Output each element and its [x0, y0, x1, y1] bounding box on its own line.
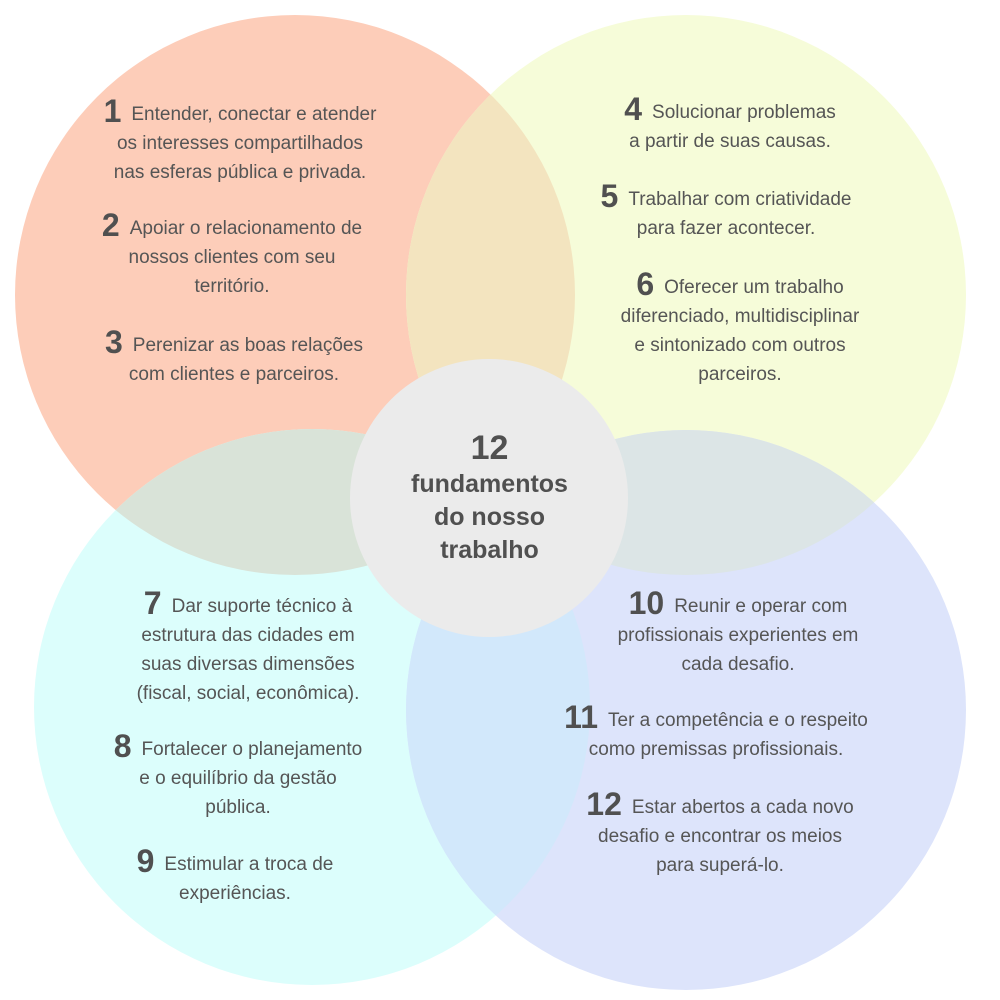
fundamento-item-8: 8 Fortalecer o planejamento e o equilíbrio…: [38, 730, 438, 822]
item-line: 9 Estimular a troca de: [35, 845, 435, 879]
item-text: Solucionar problemas: [652, 102, 836, 123]
item-line: 8 Fortalecer o planejamento: [38, 730, 438, 764]
fundamento-item-12: 12 Estar abertos a cada novo desafio e enc…: [520, 788, 920, 880]
item-number: 3: [104, 324, 123, 360]
item-line: e sintonizado com outros: [634, 335, 846, 356]
item-line: pública.: [205, 797, 271, 818]
fundamento-item-5: 5 Trabalhar com criatividade para fazer ac…: [526, 180, 926, 243]
center-line: fundamentos: [411, 470, 568, 498]
item-number: 8: [113, 728, 132, 764]
item-line: 2 Apoiar o relacionamento de: [32, 209, 432, 243]
item-line: 6 Oferecer um trabalho: [540, 268, 940, 302]
item-number: 4: [624, 91, 643, 127]
fundamento-item-4: 4 Solucionar problemas a partir de suas ca…: [530, 93, 930, 156]
item-number: 1: [103, 93, 122, 129]
item-line: 1 Entender, conectar e atender: [40, 95, 440, 129]
item-text: Estar abertos a cada novo: [631, 797, 854, 818]
center-number: 12: [470, 429, 509, 467]
item-line: (fiscal, social, econômica).: [136, 683, 360, 704]
item-line: experiências.: [179, 883, 291, 904]
item-line: nossos clientes com seu: [128, 247, 336, 268]
item-line: cada desafio.: [681, 654, 795, 675]
item-number: 2: [101, 207, 120, 243]
item-number: 6: [636, 266, 655, 302]
item-text: Dar suporte técnico à: [171, 596, 353, 617]
item-line: 7 Dar suporte técnico à: [48, 587, 448, 621]
item-line: e o equilíbrio da gestão: [139, 768, 337, 789]
item-line: os interesses compartilhados: [116, 133, 364, 154]
center-title: 12 fundamentos do nosso trabalho: [352, 360, 627, 635]
item-text: Estimular a troca de: [164, 854, 334, 875]
center-circle: [350, 359, 628, 637]
item-line: profissionais experientes em: [617, 625, 859, 646]
item-line: 4 Solucionar problemas: [530, 93, 930, 127]
item-line: 5 Trabalhar com criatividade: [526, 180, 926, 214]
item-text: Reunir e operar com: [674, 596, 848, 617]
item-line: com clientes e parceiros.: [128, 364, 340, 385]
item-number: 11: [564, 699, 598, 735]
item-line: desafio e encontrar os meios: [598, 826, 842, 847]
item-line: território.: [194, 276, 270, 297]
item-line: para superá-lo.: [656, 855, 784, 876]
item-line: nas esferas pública e privada.: [113, 162, 367, 183]
fundamento-item-7: 7 Dar suporte técnico à estrutura das cida…: [48, 587, 448, 708]
item-line: estrutura das cidades em: [141, 625, 355, 646]
item-line: parceiros.: [698, 364, 782, 385]
item-text: Ter a competência e o respeito: [608, 710, 868, 731]
item-text: Oferecer um trabalho: [664, 277, 844, 298]
item-line: a partir de suas causas.: [629, 131, 831, 152]
item-line: diferenciado, multidisciplinar: [620, 306, 860, 327]
fundamento-item-1: 1 Entender, conectar e atender os interess…: [40, 95, 440, 187]
item-line: 3 Perenizar as boas relações: [34, 326, 434, 360]
item-text: Trabalhar com criatividade: [628, 189, 852, 210]
item-number: 7: [143, 585, 162, 621]
fundamento-item-11: 11 Ter a competência e o respeito como pre…: [516, 701, 916, 764]
item-line: 12 Estar abertos a cada novo: [520, 788, 920, 822]
item-line: suas diversas dimensões: [141, 654, 355, 675]
item-number: 10: [628, 585, 665, 621]
center-line: trabalho: [440, 536, 539, 564]
item-text: Perenizar as boas relações: [132, 335, 364, 356]
item-line: 10 Reunir e operar com: [538, 587, 938, 621]
item-line: para fazer acontecer.: [636, 218, 816, 239]
fundamento-item-6: 6 Oferecer um trabalho diferenciado, multi…: [540, 268, 940, 389]
item-text: Apoiar o relacionamento de: [129, 218, 363, 239]
item-number: 5: [600, 178, 619, 214]
center-line: do nosso: [433, 503, 546, 531]
item-line: como premissas profissionais.: [588, 739, 844, 760]
fundamento-item-2: 2 Apoiar o relacionamento de nossos client…: [32, 209, 432, 301]
item-number: 9: [136, 843, 155, 879]
fundamento-item-9: 9 Estimular a troca de experiências.: [35, 845, 435, 908]
item-number: 12: [586, 786, 622, 822]
item-text: Entender, conectar e atender: [131, 104, 377, 125]
item-line: 11 Ter a competência e o respeito: [516, 701, 916, 735]
fundamento-item-3: 3 Perenizar as boas relações com clientes …: [34, 326, 434, 389]
item-text: Fortalecer o planejamento: [141, 739, 363, 760]
fundamento-item-10: 10 Reunir e operar com profissionais exper…: [538, 587, 938, 679]
